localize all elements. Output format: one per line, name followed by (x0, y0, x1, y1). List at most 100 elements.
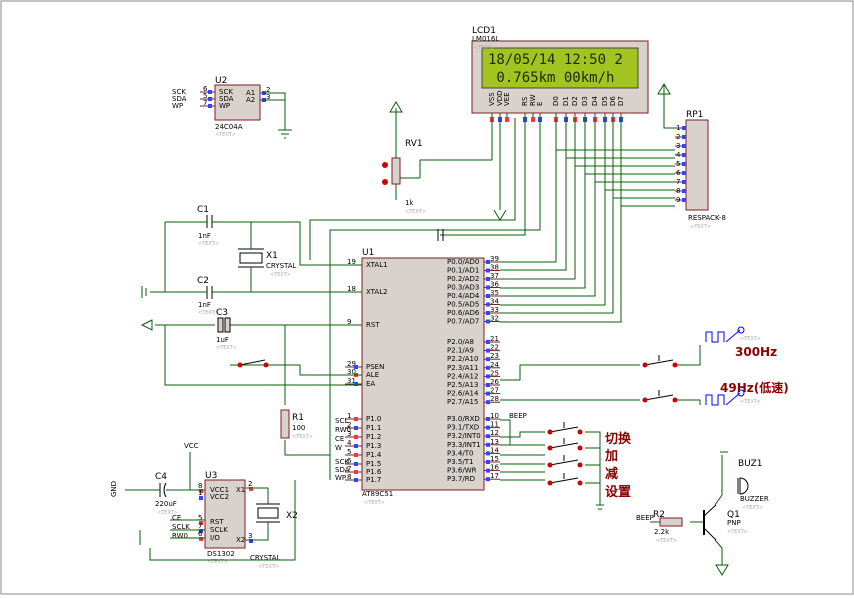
lcd-pin-name: D5 (601, 96, 609, 106)
u2-pin-name: SDA (219, 95, 234, 103)
u1-net-label: RW0 (335, 426, 351, 434)
lcd-pin-name: VDD (496, 90, 504, 106)
switch-lever (644, 359, 674, 366)
keypad-switch[interactable] (547, 473, 583, 486)
u1-right-pin-num: 24 (490, 361, 499, 369)
u1-right-pin-num: 39 (490, 255, 499, 263)
lcd-gnd-arrow (493, 209, 507, 221)
u1-right-pin-marker (486, 417, 490, 421)
u3-wires (125, 452, 296, 561)
u1-right-pin-marker (486, 348, 490, 353)
u3-pin-num: 3 (248, 532, 252, 540)
u3-pin-name: SCLK (210, 526, 228, 534)
u1-right-pin-marker (486, 319, 490, 324)
switch-label-set: 设置 (605, 485, 631, 500)
q1-text: <TEXT> (727, 529, 748, 535)
lcd-line1: 18/05/14 12:50 2 (488, 52, 623, 68)
switch-contact-left (642, 397, 648, 403)
u1-right-pin-marker (486, 268, 490, 273)
u1-ref: U1 (362, 248, 374, 258)
u1-mcu: U1 AT89C51 <TEXT> XTAL119XTAL218RST9PSEN… (335, 248, 500, 506)
u1-net-label: SCK (335, 458, 349, 466)
signal-49hz-label: 49Hz(低速) (720, 380, 789, 395)
x2-value: CRYSTAL (250, 554, 281, 562)
u2-pin-name: WP (219, 102, 230, 110)
rp1-pin-marker (682, 135, 686, 139)
u2-pin-num: 6 (203, 85, 208, 93)
c1-capacitor: C1 1nF <TEXT> (197, 205, 219, 247)
u1-left-pin-num: 7 (347, 465, 351, 473)
x1-crystal: X1 CRYSTAL <TEXT> (238, 248, 297, 278)
u1-right-pin-marker (486, 383, 490, 387)
vcc-arrow-left (140, 319, 153, 331)
r1-resistor: R1 100 <TEXT> (280, 409, 313, 440)
u1-right-pin-num: 23 (490, 352, 499, 360)
lcd-vcc-arrow (657, 83, 671, 95)
u3-pin-marker (199, 496, 203, 500)
u3-net-label: SCLK (172, 523, 190, 531)
vcc-label: VCC (184, 442, 199, 450)
switch-contact-right (577, 480, 583, 486)
u1-right-pin-name: P3.0/RXD (447, 415, 480, 423)
u3-pin-num: 7 (198, 522, 202, 530)
u1-left-pin-marker (354, 365, 358, 369)
u1-right-pin-marker (486, 285, 490, 290)
switch-lever (549, 477, 579, 484)
u1-net-label: SCL (335, 417, 348, 425)
u1-right-pin-num: 21 (490, 335, 499, 343)
u1-right-pin-num: 22 (490, 344, 499, 352)
c3-value: 1uF (216, 336, 229, 344)
x2-ref: X2 (286, 511, 298, 521)
lcd-pin-name: VSS (488, 92, 496, 106)
keypad-switch[interactable] (547, 455, 583, 468)
keypad-switch[interactable] (642, 390, 678, 403)
u2-ref: U2 (215, 76, 227, 86)
u1-right-pin-name: P2.0/A8 (447, 338, 474, 346)
u1-right-pin-marker (486, 374, 490, 379)
rp1-pin-marker (682, 189, 686, 193)
rp1-pin-num: 1 (676, 124, 680, 132)
u1-left-pin-num: 9 (347, 318, 351, 326)
u1-right-pin-name: P3.1/TXD (447, 424, 479, 432)
u2-pin-num: 7 (203, 99, 207, 107)
keypad-switch[interactable] (547, 438, 583, 451)
u1-left-pin-num: 4 (347, 439, 352, 447)
keypad-switch[interactable] (547, 422, 583, 435)
keypad-switch[interactable] (642, 355, 678, 368)
u1-right-pin-name: P0.1/AD1 (447, 267, 479, 275)
rv1-vcc-arrow (389, 101, 403, 113)
u1-right-pin-marker (486, 340, 490, 344)
u1-right-pin-name: P0.2/AD2 (447, 275, 479, 283)
lcd-pin-name: RS (521, 96, 529, 106)
rp1-pin-num: 9 (676, 196, 680, 204)
rv1-value: 1k (405, 199, 414, 207)
u1-left-pin-num: 19 (347, 258, 356, 266)
lcd-line2: 0.765km 00km/h (488, 70, 614, 86)
lcd-pin-name: D6 (609, 96, 617, 106)
r1-text: <TEXT> (292, 434, 313, 440)
u1-right-pin-num: 26 (490, 378, 499, 386)
u2-pin-name: SCK (219, 88, 233, 96)
rp1-part: RESPACK-8 (688, 214, 726, 222)
r1-value: 100 (292, 424, 305, 432)
buz1-ref: BUZ1 (738, 459, 763, 469)
u3-pin-num: 2 (248, 480, 252, 488)
lcd-pin-name: D4 (591, 96, 599, 106)
u3-pin-marker (199, 521, 203, 525)
u1-left-pin-name: RST (366, 321, 380, 329)
u1-right-pin-num: 27 (490, 387, 499, 395)
u3-pin-marker (199, 537, 203, 541)
switch-contact-right (672, 362, 678, 368)
u2-net-label: SCK (172, 88, 186, 96)
c4-capacitor: C4 220uF <TEXT> (155, 472, 178, 516)
rp1-pin-marker (682, 144, 686, 148)
reset-switch[interactable] (237, 359, 269, 368)
u1-left-pin-name: P1.0 (366, 415, 381, 423)
lcd-screen (481, 47, 639, 89)
u1-right-pin-name: P0.6/AD6 (447, 309, 480, 317)
lcd-module: 18/05/14 12:50 2 0.765km 00km/h LCD1 LM0… (471, 26, 649, 122)
u1-right-pin-name: P3.5/T1 (447, 458, 473, 466)
